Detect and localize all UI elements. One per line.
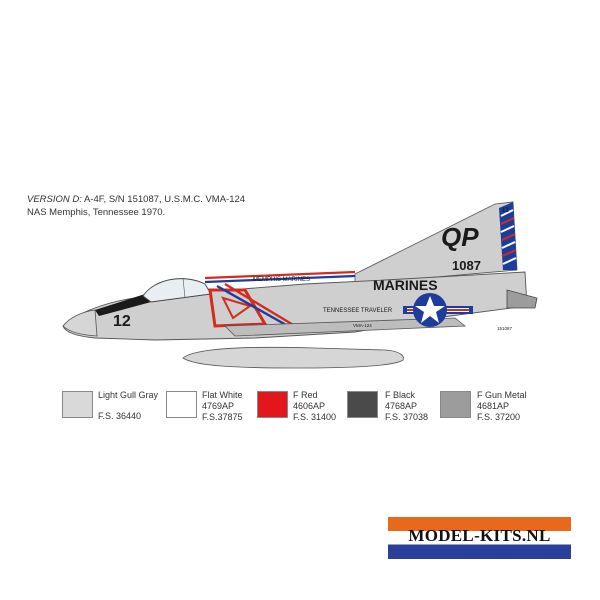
tail-fin [354, 201, 518, 285]
caption-line-1: VERSION D: A-4F, S/N 151087, U.S.M.C. VM… [27, 193, 245, 206]
swatch-light-gull-gray [62, 391, 93, 418]
spine-stripe-blue [204, 274, 356, 284]
national-insignia [403, 293, 473, 327]
tail-number: 1087 [452, 258, 481, 273]
spine-stripe-red [204, 270, 356, 280]
side-marking: TENNESSEE TRAVELER [323, 308, 393, 314]
drop-tank [182, 346, 404, 369]
spine-marking: MEMPHIS MARINES [253, 277, 310, 283]
tail-small-number: 12 [502, 208, 509, 214]
caption: VERSION D: A-4F, S/N 151087, U.S.M.C. VM… [27, 193, 245, 219]
aircraft-designation: A-4F, S/N 151087, U.S.M.C. VMA-124 [81, 194, 246, 205]
fuselage-title: MARINES [373, 277, 438, 293]
swatch-f-black [347, 391, 378, 418]
model-kits-logo: MODEL-KITS.NL [388, 517, 571, 559]
tail-code: QP [441, 222, 479, 252]
swatch-label-flat-white: Flat White 4769AP F.S.37875 [202, 390, 243, 422]
swatch-f-red [257, 391, 288, 418]
unit-marking: VMA-124 [353, 323, 372, 328]
aircraft-side-profile: QP 1087 12 MARINES MEMPHIS MARINES TENNE… [62, 201, 538, 369]
caption-line-2: NAS Memphis, Tennessee 1970. [27, 207, 166, 218]
swatch-f-gun-metal [440, 391, 471, 418]
rudder-stripes [499, 202, 517, 270]
swatch-flat-white [166, 391, 197, 418]
nose-cone [62, 309, 98, 337]
logo-text: MODEL-KITS.NL [408, 526, 551, 545]
nose-number: 12 [113, 313, 131, 330]
anti-glare-panel [95, 294, 151, 316]
fuselage [62, 271, 528, 341]
serial-small: 151087 [497, 326, 513, 331]
swatch-label-f-red: F Red 4606AP F.S. 31400 [293, 390, 337, 422]
tail-pipe [506, 289, 538, 309]
version-label: VERSION D: [27, 194, 82, 205]
wing [224, 317, 467, 337]
swatch-label-f-black: F Black 4768AP F.S. 37038 [385, 390, 429, 422]
swatch-label-f-gun-metal: F Gun Metal 4681AP F.S. 37200 [477, 390, 527, 422]
swatch-label-light-gull-gray: Light Gull Gray F.S. 36440 [98, 390, 159, 421]
